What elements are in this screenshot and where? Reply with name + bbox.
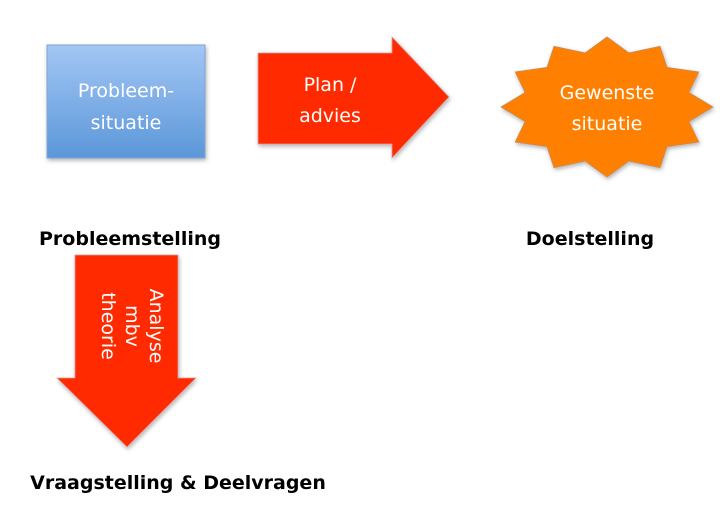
analysis-arrow: Analyse mbv theorie <box>56 254 197 448</box>
plan-arrow-line-2: advies <box>299 105 361 127</box>
probleemstelling-label: Probleemstelling <box>39 228 221 250</box>
analysis-line-2: mbv <box>121 305 143 347</box>
vraagstelling-label: Vraagstelling & Deelvragen <box>30 472 326 494</box>
star-line-1: Gewenste <box>560 82 655 104</box>
plan-arrow: Plan / advies <box>257 35 450 160</box>
doelstelling-label: Doelstelling <box>526 228 654 250</box>
analysis-line-1: Analyse <box>145 289 167 364</box>
problem-situation-box: Probleem- situatie <box>46 44 206 159</box>
desired-situation-star: Gewenste situatie <box>500 36 714 178</box>
problem-box-line-2: situatie <box>91 112 162 134</box>
plan-arrow-line-1: Plan / <box>304 74 357 96</box>
star-line-2: situatie <box>572 113 643 135</box>
analysis-line-3: theorie <box>97 292 119 360</box>
problem-box-line-1: Probleem- <box>78 80 174 102</box>
